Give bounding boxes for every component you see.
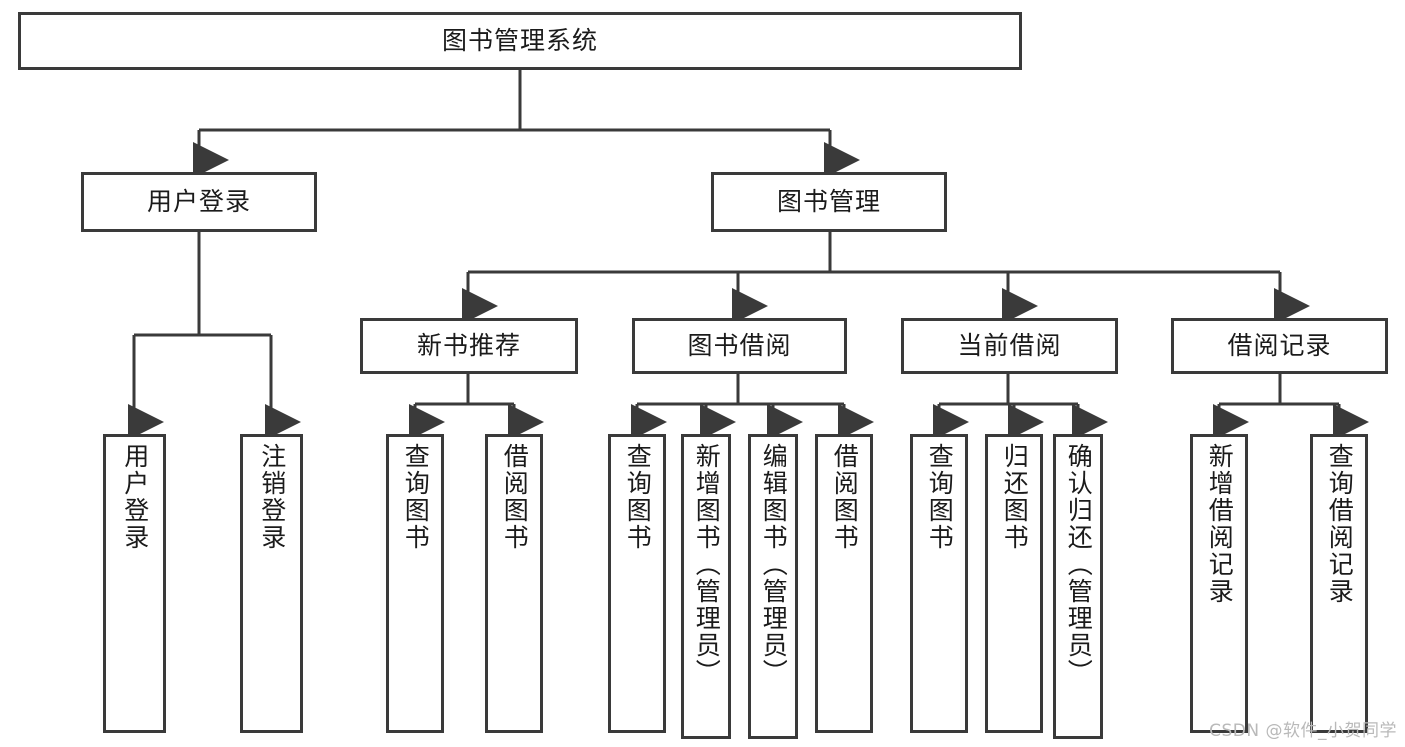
node-root[interactable]: 图书管理系统 [18,12,1022,70]
leaf-node[interactable]: 查询借阅记录 [1310,434,1368,733]
leaf-node-label: 查询图书 [401,443,431,551]
leaf-node-label: 借阅图书 [830,443,860,551]
leaf-node[interactable]: 新增图书（管理员） [681,434,731,739]
node-book-borrow-label: 图书借阅 [687,331,792,360]
leaf-node[interactable]: 归还图书 [985,434,1043,733]
leaf-node[interactable]: 查询图书 [608,434,666,733]
leaf-node-label: 查询图书 [623,443,653,551]
leaf-node[interactable]: 查询图书 [910,434,968,733]
leaf-node-label: 借阅图书 [500,443,530,551]
leaf-node[interactable]: 借阅图书 [815,434,873,733]
node-book-borrow[interactable]: 图书借阅 [632,318,847,374]
leaf-node-label: 归还图书 [1000,443,1030,551]
leaf-node-label: 确认归还（管理员） [1064,443,1094,686]
node-user-login[interactable]: 用户登录 [81,172,317,232]
leaf-node-label: 查询图书 [925,443,955,551]
node-root-label: 图书管理系统 [441,26,598,55]
leaf-node-label: 编辑图书（管理员） [759,443,789,686]
leaf-node-label: 查询借阅记录 [1325,443,1355,605]
node-new-book-recommend[interactable]: 新书推荐 [360,318,578,374]
node-current-borrow-label: 当前借阅 [957,331,1062,360]
node-current-borrow[interactable]: 当前借阅 [901,318,1118,374]
node-new-book-recommend-label: 新书推荐 [416,331,521,360]
leaf-node-label: 用户登录 [120,443,150,551]
leaf-node-label: 新增图书（管理员） [692,443,722,686]
node-borrow-record[interactable]: 借阅记录 [1171,318,1388,374]
leaf-node[interactable]: 用户登录 [103,434,166,733]
node-borrow-record-label: 借阅记录 [1227,331,1332,360]
leaf-node[interactable]: 注销登录 [240,434,303,733]
leaf-node[interactable]: 确认归还（管理员） [1053,434,1103,739]
leaf-node[interactable]: 查询图书 [386,434,444,733]
node-book-management[interactable]: 图书管理 [711,172,947,232]
leaf-node-label: 注销登录 [257,443,287,551]
node-user-login-label: 用户登录 [146,187,251,216]
leaf-node-label: 新增借阅记录 [1205,443,1235,605]
node-book-management-label: 图书管理 [776,187,881,216]
leaf-node[interactable]: 编辑图书（管理员） [748,434,798,739]
leaf-node[interactable]: 新增借阅记录 [1190,434,1248,733]
leaf-node[interactable]: 借阅图书 [485,434,543,733]
